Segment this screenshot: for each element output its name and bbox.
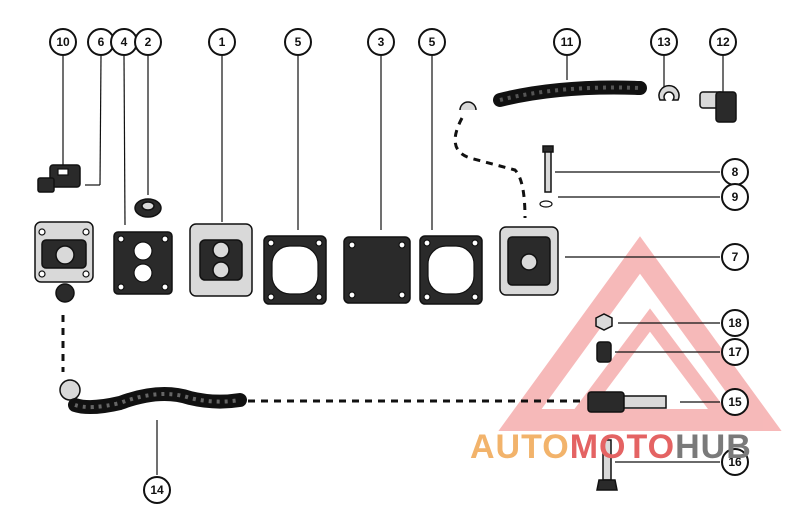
bolt-16-part [596,439,618,491]
callout-15: 15 [721,388,749,416]
watermark-text: AUTOMOTOHUB [470,428,752,467]
screw-8-part [542,145,554,193]
callout-5a: 5 [284,28,312,56]
spring-17-part [596,341,612,363]
svg-text:12: 12 [716,35,730,49]
callout-7: 7 [721,243,749,271]
svg-text:11: 11 [561,35,574,49]
svg-text:10: 10 [56,35,70,49]
callout-2: 2 [134,28,162,56]
callout-11: 11 [553,28,581,56]
clamp-13-part [658,84,680,101]
callout-13: 13 [650,28,678,56]
washer-9-part [539,200,553,208]
svg-text:13: 13 [657,35,671,49]
diaphragm-part [343,236,411,304]
hose-11-part [493,80,647,107]
valve-plate-part [189,223,253,297]
callout-18: 18 [721,309,749,337]
svg-text:4: 4 [121,35,128,49]
callout-4: 4 [110,28,138,56]
watermark-auto: AUTO [470,428,570,466]
svg-text:3: 3 [378,35,385,49]
svg-text:17: 17 [728,345,742,359]
callout-10: 10 [49,28,77,56]
fuel-hose-14-part [59,379,247,415]
leader-lines [62,55,724,475]
svg-text:7: 7 [732,250,739,264]
svg-text:5: 5 [295,35,302,49]
svg-text:6: 6 [98,35,105,49]
pump-cover-part [499,226,559,296]
svg-text:2: 2 [145,35,152,49]
fitting-15-part [587,391,667,413]
watermark-logo [498,236,782,431]
callout-1: 1 [208,28,236,56]
svg-text:14: 14 [150,483,164,497]
callout-16: 16 [721,448,749,476]
hose-clip-part [459,101,477,111]
assembly-dashes [61,117,585,403]
callout-9: 9 [721,183,749,211]
svg-text:15: 15 [728,395,742,409]
svg-text:18: 18 [728,316,742,330]
svg-text:8: 8 [732,165,739,179]
watermark-moto: MOTO [569,428,676,466]
gasket-4-part [113,231,173,295]
nut-18-part [595,313,613,331]
check-valve-part [134,198,162,218]
elbow-12-part [699,91,737,123]
elbow-fitting-part [37,164,81,193]
callout-5b: 5 [418,28,446,56]
callout-14: 14 [143,476,171,504]
gasket-5a-part [263,235,327,305]
callout-12: 12 [709,28,737,56]
svg-text:1: 1 [219,35,226,49]
svg-text:5: 5 [429,35,436,49]
svg-text:9: 9 [732,190,739,204]
svg-text:16: 16 [728,455,742,469]
callout-3: 3 [367,28,395,56]
callout-17: 17 [721,338,749,366]
pump-body-part [34,221,94,303]
gasket-5b-part [419,235,483,305]
callout-8: 8 [721,158,749,186]
watermark-hub: HUB [675,428,752,466]
